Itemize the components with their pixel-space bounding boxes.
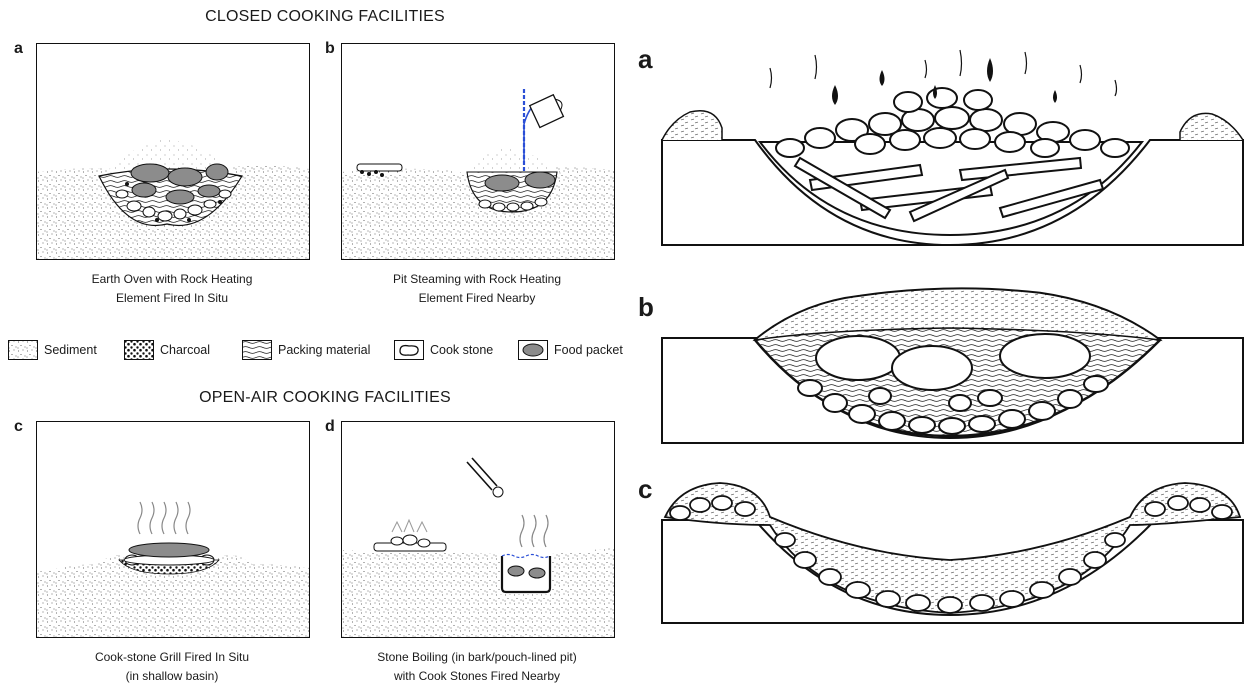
- caption-pit-steaming: Pit Steaming with Rock Heating Element F…: [341, 270, 613, 308]
- legend: Sediment Charcoal Packing material Cook …: [8, 340, 638, 364]
- caption-stone-boiling-line2: with Cook Stones Fired Nearby: [341, 667, 613, 686]
- legend-label-charcoal: Charcoal: [160, 343, 210, 357]
- legend-item-cook-stone: Cook stone: [394, 340, 493, 360]
- panel-label-b: b: [325, 40, 335, 58]
- panel-earth-oven: [36, 43, 310, 260]
- basin-cook-stone-diagram: [660, 475, 1245, 625]
- caption-earth-oven-line1: Earth Oven with Rock Heating: [36, 270, 308, 289]
- cook-stone-swatch-icon: [394, 340, 424, 360]
- caption-pit-steaming-line2: Element Fired Nearby: [341, 289, 613, 308]
- food-packet-swatch-icon: [518, 340, 548, 360]
- panel-label-c: c: [14, 418, 23, 436]
- caption-stone-boiling: Stone Boiling (in bark/pouch-lined pit) …: [341, 648, 613, 686]
- caption-earth-oven-line2: Element Fired In Situ: [36, 289, 308, 308]
- cook-stone-grill-diagram: [37, 422, 309, 637]
- legend-label-sediment: Sediment: [44, 343, 97, 357]
- caption-cook-stone-grill: Cook-stone Grill Fired In Situ (in shall…: [36, 648, 308, 686]
- basin-fire-wood-diagram: [660, 40, 1245, 255]
- legend-label-packing: Packing material: [278, 343, 370, 357]
- stone-boiling-diagram: [342, 422, 614, 637]
- legend-item-charcoal: Charcoal: [124, 340, 210, 360]
- caption-stone-boiling-line1: Stone Boiling (in bark/pouch-lined pit): [341, 648, 613, 667]
- legend-label-food-packet: Food packet: [554, 343, 623, 357]
- earth-oven-diagram: [37, 44, 309, 259]
- panel-pit-steaming: [341, 43, 615, 260]
- panel-cook-stone-grill: [36, 421, 310, 638]
- legend-item-food-packet: Food packet: [518, 340, 623, 360]
- panel-stone-boiling: [341, 421, 615, 638]
- right-label-a: a: [638, 44, 652, 75]
- open-air-cooking-title: OPEN-AIR COOKING FACILITIES: [150, 389, 500, 407]
- panel-label-a: a: [14, 40, 23, 58]
- caption-cook-stone-grill-line2: (in shallow basin): [36, 667, 308, 686]
- caption-earth-oven: Earth Oven with Rock Heating Element Fir…: [36, 270, 308, 308]
- legend-item-sediment: Sediment: [8, 340, 97, 360]
- caption-pit-steaming-line1: Pit Steaming with Rock Heating: [341, 270, 613, 289]
- closed-cooking-title: CLOSED COOKING FACILITIES: [150, 8, 500, 26]
- sediment-swatch-icon: [8, 340, 38, 360]
- pit-steaming-diagram: [342, 44, 614, 259]
- charcoal-swatch-icon: [124, 340, 154, 360]
- legend-item-packing: Packing material: [242, 340, 370, 360]
- basin-earth-oven-diagram: [660, 278, 1245, 448]
- right-label-b: b: [638, 292, 654, 323]
- packing-swatch-icon: [242, 340, 272, 360]
- caption-cook-stone-grill-line1: Cook-stone Grill Fired In Situ: [36, 648, 308, 667]
- panel-label-d: d: [325, 418, 335, 436]
- legend-label-cook-stone: Cook stone: [430, 343, 493, 357]
- right-label-c: c: [638, 474, 652, 505]
